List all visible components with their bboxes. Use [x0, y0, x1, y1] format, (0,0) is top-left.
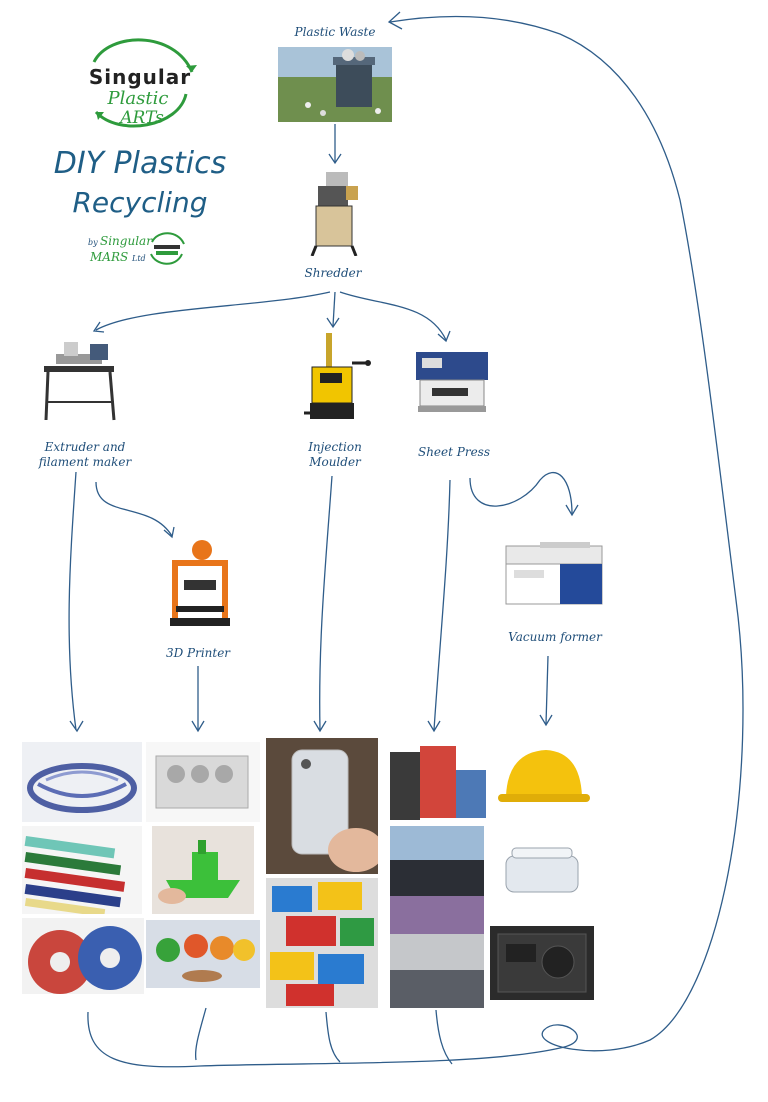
arrow-shredder-to-extruder [95, 291, 331, 331]
arrow-shredder-to-sheet [339, 291, 447, 341]
product-green-boat [152, 826, 254, 914]
logo-brand-singular: Singular [88, 65, 192, 89]
node-injection-label-line1: Injection [308, 440, 362, 454]
small-logo-icon [150, 232, 185, 265]
byline-suffix: Ltd [132, 254, 146, 263]
product-coloured-bars [22, 826, 142, 914]
product-filament-spools [22, 918, 144, 994]
product-figurines [146, 920, 260, 988]
extruder-photo [34, 336, 122, 421]
product-toy-bricks [266, 878, 378, 1008]
logo-brand-plastic: Plastic [107, 88, 169, 109]
arrow-sheet-to-products [433, 479, 451, 731]
shredder-photo [302, 164, 364, 256]
plastic-waste-photo [278, 47, 392, 122]
3d-printer-photo [160, 538, 240, 630]
node-plastic-waste-label: Plastic Waste [294, 25, 376, 39]
product-engine-block [146, 742, 260, 822]
node-injection-label-line2: Moulder [309, 455, 361, 469]
arrow-injection-to-products [319, 475, 333, 731]
node-vacuum-former-label: Vacuum former [508, 630, 602, 644]
diagram-title-line1: DIY Plastics [53, 146, 227, 181]
diagram-title-line2: Recycling [72, 186, 208, 219]
sheet-press-photo [412, 344, 492, 416]
product-woven-basket [22, 742, 142, 822]
arrow-sheet-to-vacuum [469, 471, 573, 515]
arrow-extruder-to-products [68, 471, 77, 731]
byline: by Singular MARS Ltd [84, 232, 204, 272]
product-black-tray [490, 926, 594, 1000]
arrow-extruder-to-printer [95, 481, 173, 537]
product-hard-hat [494, 740, 594, 818]
product-clear-container [492, 822, 592, 916]
byline-prefix: by [88, 238, 98, 247]
injection-moulder-photo [296, 333, 372, 428]
logo-brand-arts: ARTs [120, 108, 164, 128]
node-extruder-label-line1: Extruder and [44, 440, 126, 454]
vacuum-former-photo [500, 538, 608, 610]
node-shredder-label: Shredder [304, 266, 362, 280]
node-3d-printer-label: 3D Printer [165, 646, 231, 660]
product-phone-case [266, 738, 378, 874]
byline-name-singular: Singular [100, 234, 152, 248]
product-clipboards [386, 740, 490, 822]
product-recycled-sheets [390, 826, 484, 1008]
byline-name-mars: MARS [90, 250, 129, 264]
logo [74, 32, 204, 137]
logo-swoosh-green-2 [94, 93, 188, 128]
arrow-return-loop [87, 15, 744, 1068]
node-extruder-label-line2: filament maker [38, 455, 132, 469]
arrow-shredder-to-injection [332, 291, 336, 327]
logo-swoosh-green [92, 38, 194, 73]
node-sheet-press-label: Sheet Press [417, 445, 491, 459]
arrow-vacuum-to-products [545, 655, 549, 725]
